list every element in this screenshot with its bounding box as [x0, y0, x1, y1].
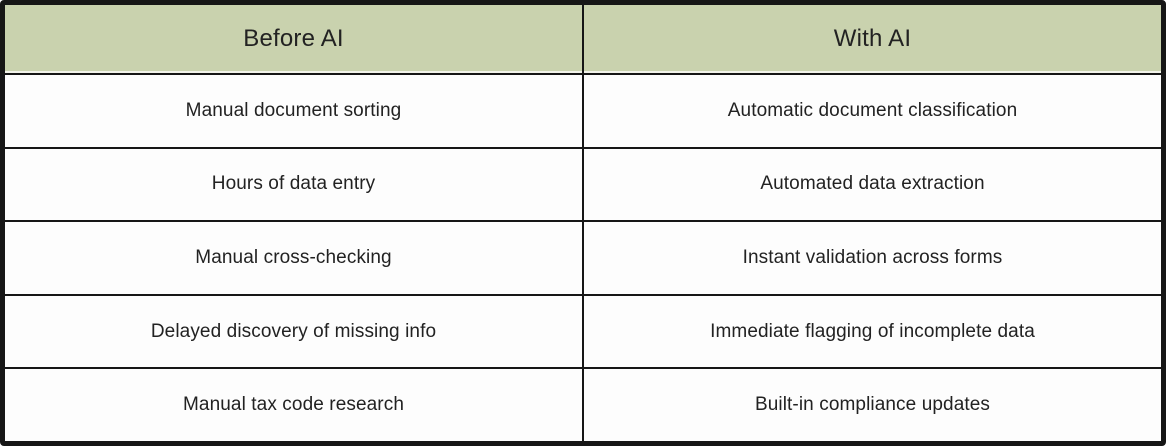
table-cell-before: Manual tax code research: [3, 367, 584, 443]
table-cell-with: Automated data extraction: [582, 146, 1163, 223]
table-cell-with: Instant validation across forms: [582, 220, 1163, 296]
column-header-before-ai: Before AI: [3, 3, 584, 75]
table-cell-before: Manual cross-checking: [3, 220, 584, 296]
table-row: Delayed discovery of missing info Immedi…: [3, 293, 1163, 370]
table-row: Hours of data entry Automated data extra…: [3, 146, 1163, 223]
before-vs-with-ai-table: Before AI With AI Manual document sortin…: [3, 3, 1163, 443]
table-row: Manual tax code research Built-in compli…: [3, 367, 1163, 443]
table-row: Manual document sorting Automatic docume…: [3, 73, 1163, 149]
table-header-row: Before AI With AI: [3, 3, 1163, 75]
table-cell-before: Delayed discovery of missing info: [3, 293, 584, 370]
table-cell-with: Built-in compliance updates: [582, 367, 1163, 443]
table-cell-before: Manual document sorting: [3, 73, 584, 149]
table-cell-with: Immediate flagging of incomplete data: [582, 293, 1163, 370]
table-cell-with: Automatic document classification: [582, 73, 1163, 149]
table-row: Manual cross-checking Instant validation…: [3, 220, 1163, 296]
table-cell-before: Hours of data entry: [3, 146, 584, 223]
column-header-with-ai: With AI: [582, 3, 1163, 75]
